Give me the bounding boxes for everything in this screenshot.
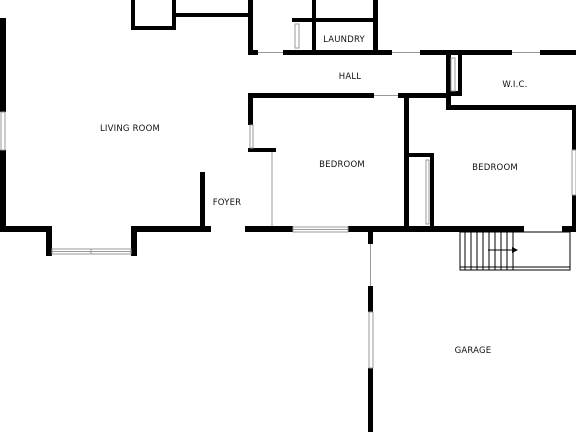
wall-garage-left-bottom (368, 368, 373, 432)
wall-wic-left-ext (458, 55, 462, 95)
label-living-room: LIVING ROOM (100, 124, 160, 134)
stairs-outline (459, 231, 571, 271)
wall-bed1-left-stub (248, 148, 276, 152)
wall-bed1-right (404, 93, 409, 229)
window-garage (368, 311, 374, 369)
wall-laundry-divider (312, 22, 316, 52)
label-bedroom-2: BEDROOM (472, 163, 518, 173)
wall-bedrooms-bottom-left (245, 226, 293, 232)
label-foyer: FOYER (213, 198, 242, 208)
room-labels: LAUNDRY HALL W.I.C. LIVING ROOM BEDROOM … (100, 35, 527, 356)
wall-hall-top-left (248, 50, 258, 55)
wall-bed2-closet-top (409, 153, 434, 157)
doors (249, 23, 540, 286)
wall-living-bottom-left (0, 226, 52, 232)
wall-top-far-right (540, 50, 576, 55)
wall-left-upper (0, 18, 6, 112)
wall-laundry-right (373, 0, 378, 55)
wall-bed1-left (248, 93, 253, 125)
label-garage: GARAGE (455, 346, 492, 356)
stair-arrow-head (512, 247, 518, 253)
door-closet-bed2 (425, 159, 430, 225)
wall-hall-top-mid (283, 50, 392, 55)
wall-bay-left (46, 226, 52, 256)
wall-bed2-closet-right (430, 153, 434, 228)
wall-bedrooms-bottom-mid (348, 226, 524, 232)
stairs (459, 231, 571, 271)
wall-right-lower (572, 195, 576, 232)
wall-hall-top-right (420, 50, 512, 55)
label-hall: HALL (339, 72, 362, 82)
window-right (571, 149, 576, 196)
wall-nook-bottom (131, 26, 176, 30)
door-laundry-closet (294, 23, 300, 49)
wall-wic-stub (451, 91, 462, 96)
wall-laundry-divider-top (312, 0, 316, 22)
wall-hall-bottom-right (398, 93, 450, 98)
wall-wic-bottom (446, 105, 576, 110)
wall-nook-left (131, 0, 135, 30)
windows (0, 111, 576, 369)
wall-living-bottom-right (131, 226, 211, 232)
wall-foyer-stub (200, 172, 205, 232)
window-left (0, 111, 6, 151)
wall-top-mid (176, 13, 252, 17)
wall-right-upper (572, 110, 576, 150)
wall-laundry-top (292, 18, 378, 22)
label-bedroom-1: BEDROOM (319, 160, 365, 170)
wall-wic-left (446, 55, 451, 110)
label-wic: W.I.C. (502, 80, 527, 90)
wall-left-lower (0, 150, 6, 232)
wall-bedrooms-bottom-right (562, 226, 576, 232)
bay-window-mullions (52, 229, 348, 254)
wall-garage-left-mid (368, 286, 373, 312)
wall-bay-right (131, 226, 137, 256)
wall-nook-right (172, 0, 176, 30)
wall-hall-bottom-left (248, 93, 374, 98)
door-wic (450, 57, 456, 92)
door-closet-bed1 (249, 124, 254, 149)
wall-top-vertical (248, 0, 253, 55)
label-laundry: LAUNDRY (323, 35, 365, 45)
wall-garage-left-top (368, 226, 373, 244)
